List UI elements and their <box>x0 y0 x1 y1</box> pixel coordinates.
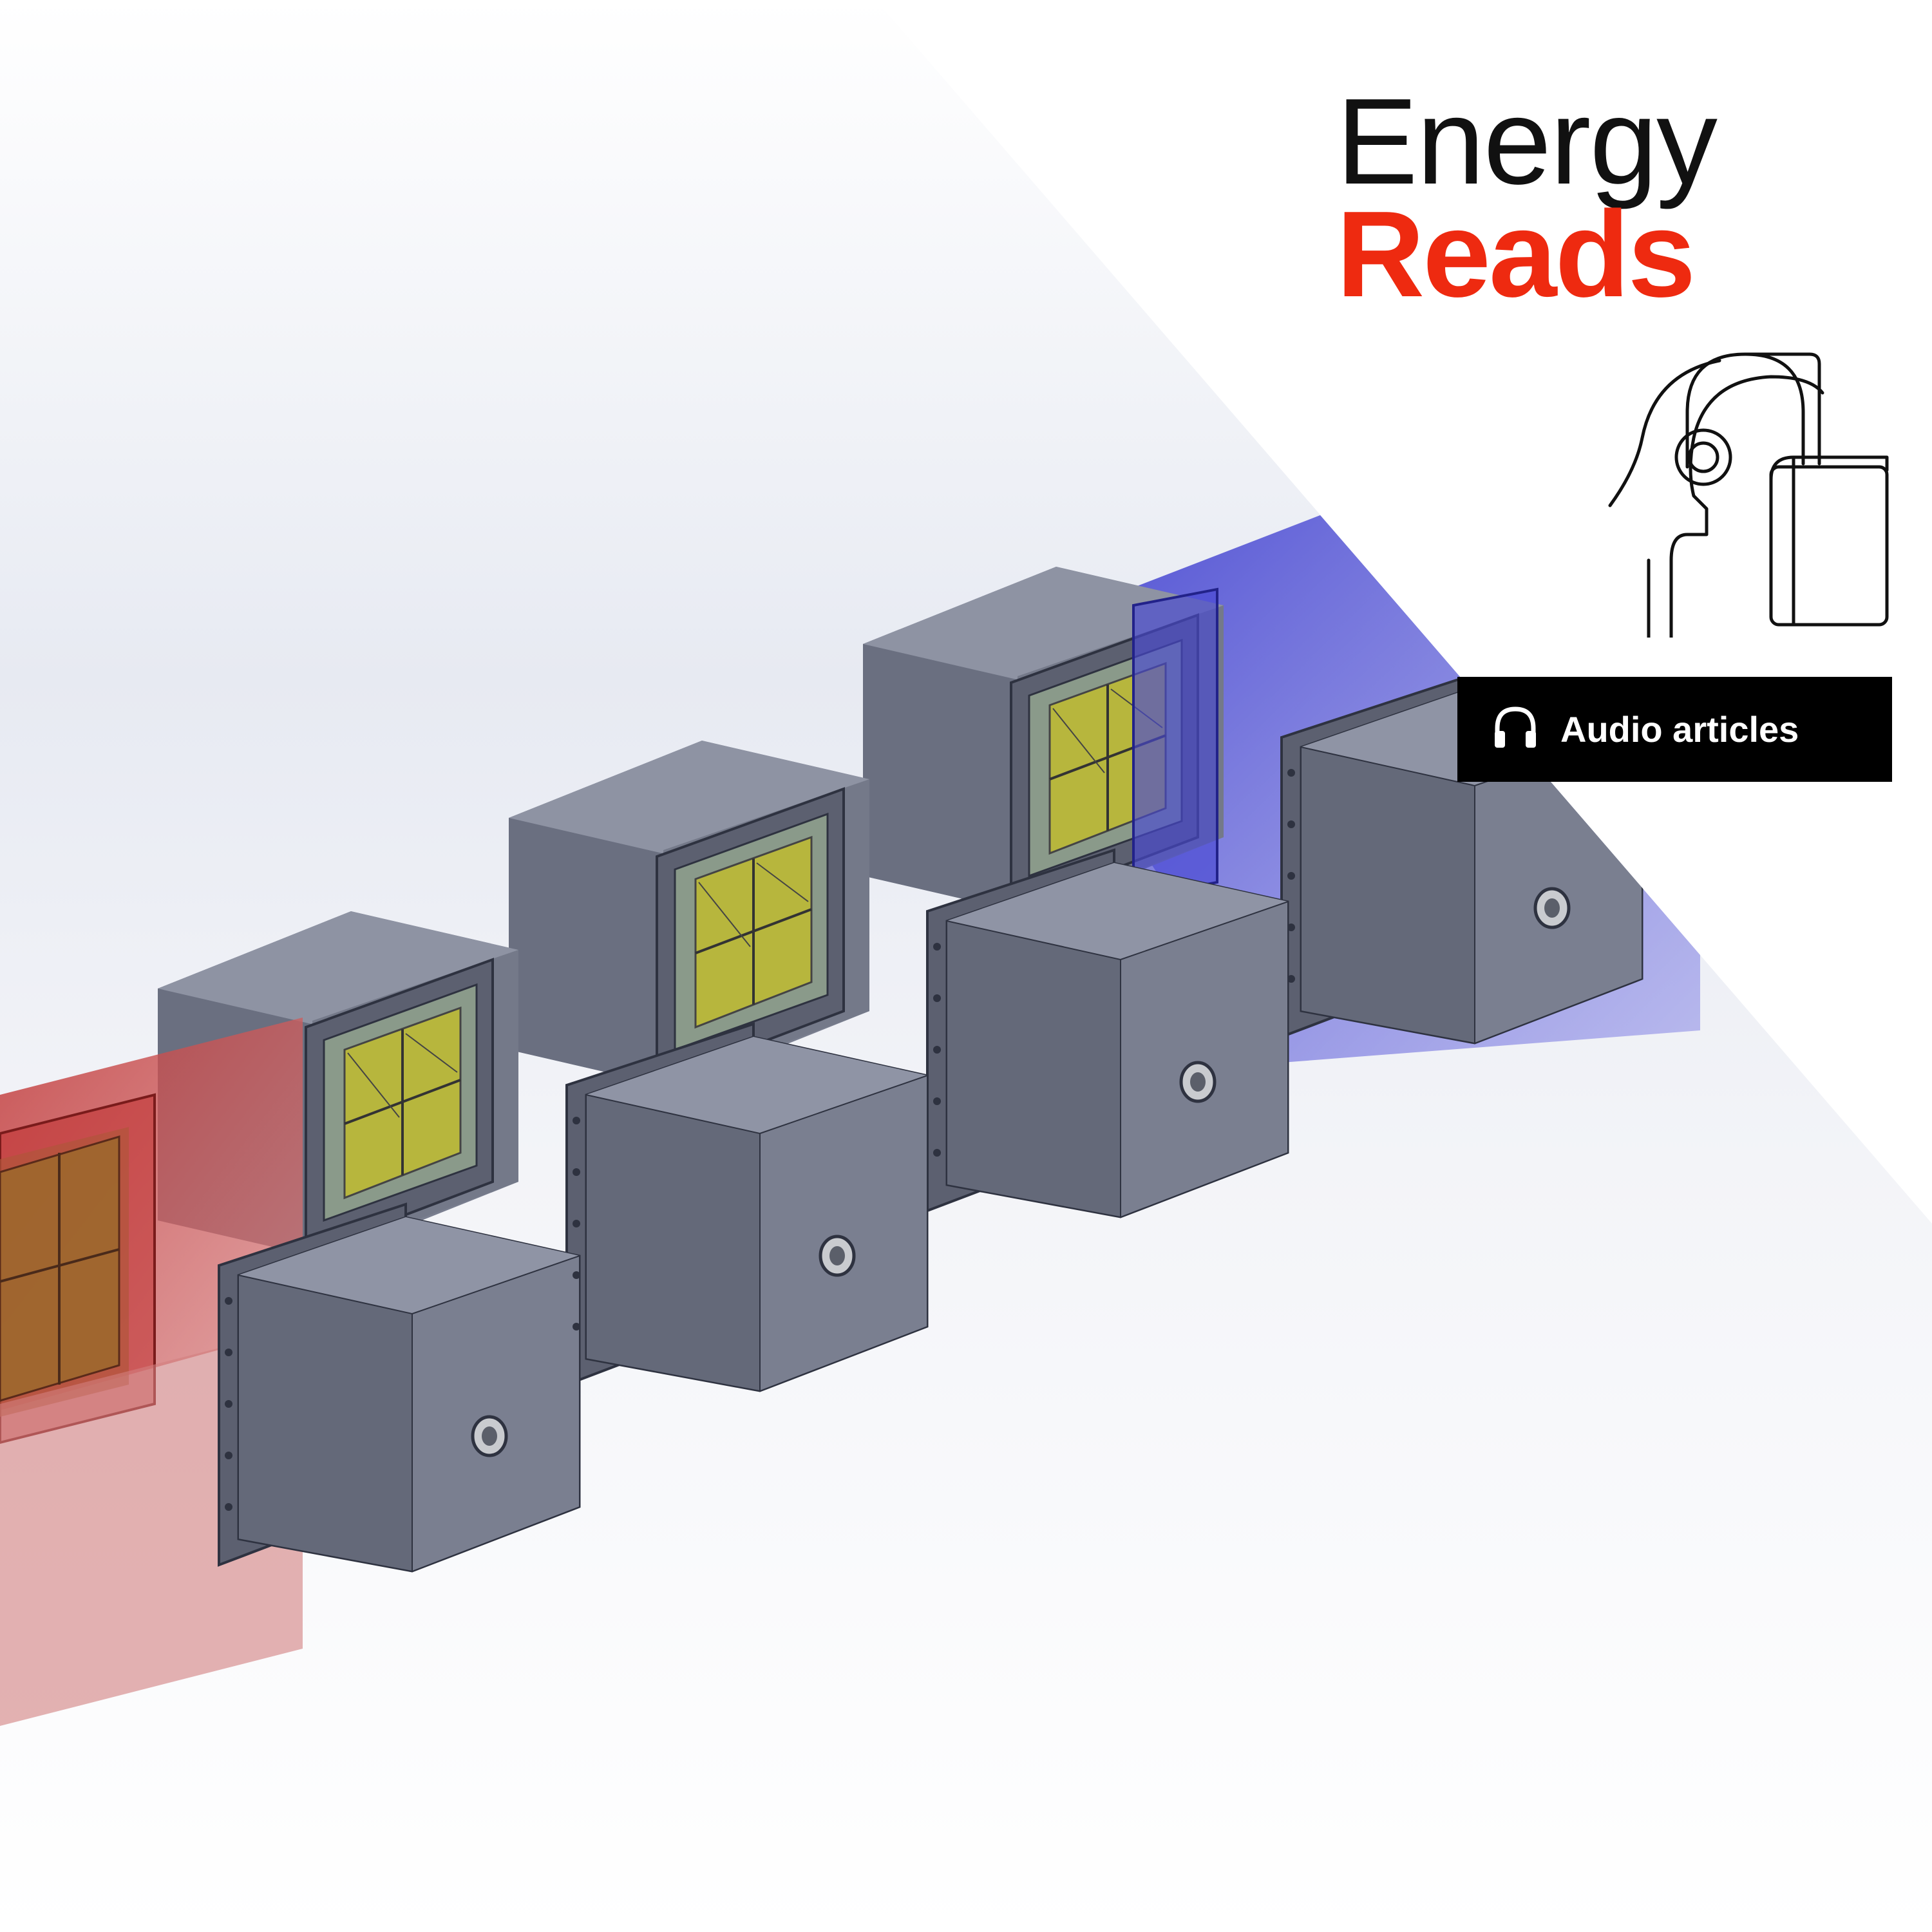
audio-articles-label: Audio articles <box>1560 709 1799 750</box>
brand-title-reads: Reads <box>1336 186 1696 323</box>
audio-articles-badge[interactable]: Audio articles <box>1457 677 1892 782</box>
head-headphones-book-icon <box>1608 352 1889 638</box>
headphones-icon <box>1495 706 1536 748</box>
brand-title-energy: Energy <box>1336 73 1718 210</box>
